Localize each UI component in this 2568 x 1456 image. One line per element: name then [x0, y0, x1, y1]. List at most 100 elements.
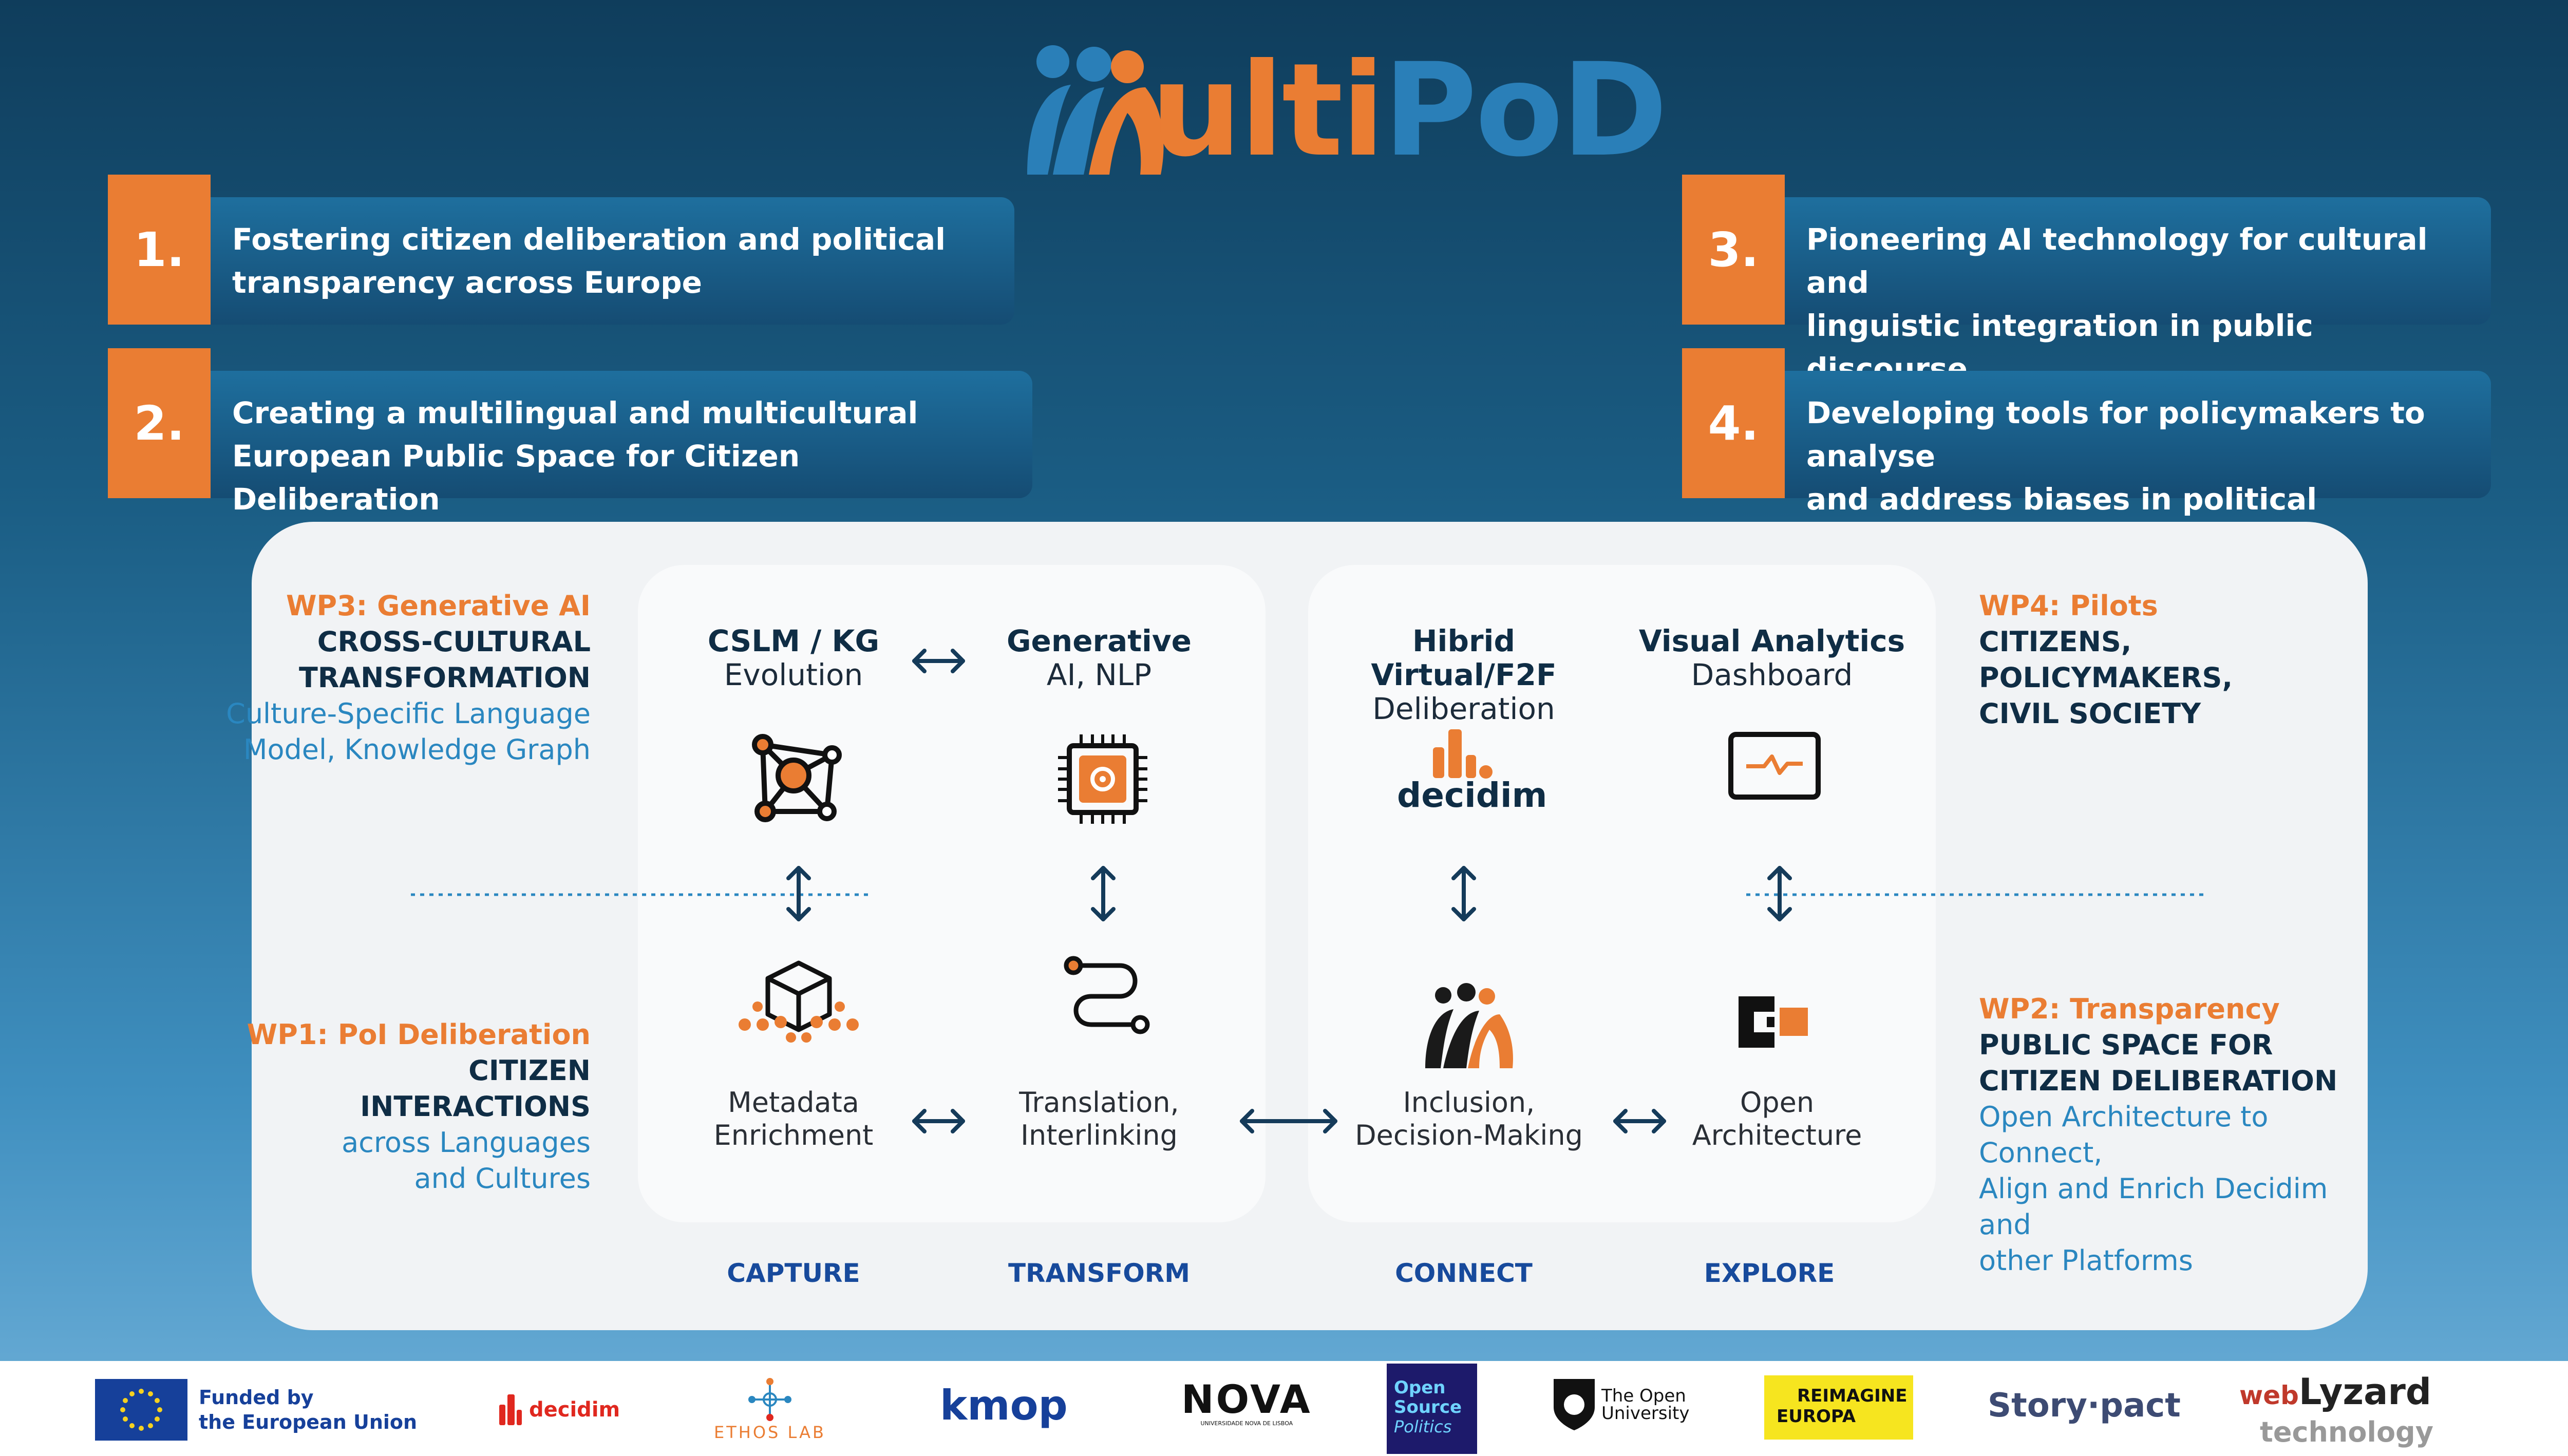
goal-text: Developing tools for policymakers to ana… — [1785, 371, 2491, 560]
wp4-subtitle: POLICYMAKERS, — [1979, 661, 2233, 694]
translation-interlinking-label-line: Interlinking — [1021, 1119, 1178, 1151]
open-source-politics-logo: Open Source Politics — [1387, 1364, 1477, 1454]
phase-explore: EXPLORE — [1704, 1258, 1835, 1288]
phase-connect: CONNECT — [1395, 1258, 1533, 1288]
eu-funding-logo: Funded by the European Union — [95, 1379, 417, 1441]
hybrid-deliberation-title-main: Hibrid Virtual/F2F — [1371, 623, 1557, 692]
wp3-subtitle: CROSS-CULTURAL — [317, 626, 591, 658]
goal-text-line: transparency across Europe — [232, 265, 702, 300]
decidim-sponsor-text: decidim — [529, 1398, 620, 1422]
decidim-wordmark: decidim — [1397, 776, 1547, 815]
generative-ai-title-sub: AI, NLP — [1046, 657, 1152, 692]
open-university-logo: The Open University — [1551, 1376, 1690, 1433]
wp2-description: other Platforms — [1979, 1244, 2193, 1277]
inclusion-decision-label-line: Inclusion, — [1403, 1086, 1535, 1119]
hybrid-deliberation-title-sub: Deliberation — [1372, 691, 1555, 726]
cslm-kg-title-sub: Evolution — [724, 657, 863, 692]
reimagine-text: REIMAGINE — [1797, 1386, 1908, 1406]
hybrid-deliberation-title: Hibrid Virtual/F2F Deliberation — [1315, 624, 1613, 726]
decidim-sponsor-logo: decidim — [498, 1392, 620, 1428]
wp3-title: WP3: Generative AI — [286, 590, 591, 622]
eu-funding-text: the European Union — [199, 1411, 418, 1433]
goal-number: 3. — [1682, 175, 1785, 325]
open-architecture-label-line: Open — [1740, 1086, 1815, 1119]
inclusion-decision-label: Inclusion, Decision-Making — [1335, 1086, 1602, 1152]
goal-number: 1. — [108, 175, 211, 325]
open-architecture-label: Open Architecture — [1669, 1086, 1885, 1152]
goal-number: 4. — [1682, 348, 1785, 498]
visual-analytics-title: Visual Analytics Dashboard — [1628, 624, 1916, 692]
weblyzard-text: web — [2239, 1381, 2299, 1410]
metadata-enrichment-label-line: Metadata — [728, 1086, 859, 1119]
logo-text-pod: PoD — [1383, 35, 1668, 185]
wp1-block: WP1: PoI Deliberation CITIZEN INTERACTIO… — [216, 1017, 591, 1197]
goal-text-line: European Public Space for Citizen Delibe… — [232, 439, 800, 517]
wp1-title: WP1: PoI Deliberation — [247, 1018, 591, 1051]
wp2-description: Align and Enrich Decidim and — [1979, 1173, 2328, 1241]
metadata-enrichment-label: Metadata Enrichment — [683, 1086, 904, 1152]
wp3-description: Model, Knowledge Graph — [243, 733, 591, 766]
reimagine-text: EUROPA — [1777, 1406, 1856, 1427]
phase-transform: TRANSFORM — [1008, 1258, 1191, 1288]
metadata-enrichment-label-line: Enrichment — [713, 1119, 874, 1151]
wp1-description: across Languages — [342, 1126, 591, 1159]
wp3-block: WP3: Generative AI CROSS-CULTURAL TRANSF… — [216, 588, 591, 768]
translation-interlinking-label: Translation, Interlinking — [989, 1086, 1210, 1152]
goal-text-line: Fostering citizen deliberation and polit… — [232, 222, 946, 257]
logo-text-ulti: ulti — [1150, 35, 1385, 185]
osp-text: Politics — [1394, 1417, 1452, 1436]
wp4-block: WP4: Pilots CITIZENS, POLICYMAKERS, CIVI… — [1979, 588, 2338, 732]
osp-text: Source — [1394, 1397, 1462, 1417]
nova-logo: NOVA UNIVERSIDADE NOVA DE LISBOA — [1181, 1379, 1312, 1427]
goal-number: 2. — [108, 348, 211, 498]
goal-text: Pioneering AI technology for cultural an… — [1785, 197, 2491, 386]
wp1-subtitle: CITIZEN — [468, 1054, 591, 1087]
kmop-text: kmop — [940, 1382, 1068, 1429]
ethos-molecule-icon — [748, 1378, 791, 1421]
ethos-lab-logo: ETHOS LAB — [714, 1376, 826, 1442]
goal-text-line: Developing tools for policymakers to ana… — [1806, 395, 2425, 474]
reimagine-europa-logo: REIMAGINE EUROPA — [1764, 1375, 1913, 1440]
wp2-title: WP2: Transparency — [1979, 993, 2280, 1025]
ethos-lab-text: ETHOS LAB — [714, 1423, 826, 1442]
generative-ai-title: Generative AI, NLP — [989, 624, 1210, 692]
wp4-title: WP4: Pilots — [1979, 590, 2158, 622]
open-architecture-label-line: Architecture — [1692, 1119, 1862, 1151]
open-university-shield-icon — [1554, 1379, 1595, 1430]
wp1-subtitle: INTERACTIONS — [360, 1090, 591, 1123]
goal-text: Fostering citizen deliberation and polit… — [211, 197, 1014, 325]
cslm-kg-title-main: CSLM / KG — [707, 623, 880, 658]
weblyzard-logo: webLyzard technology — [2239, 1371, 2433, 1448]
weblyzard-subtext: technology — [2260, 1416, 2433, 1448]
translation-interlinking-label-line: Translation, — [1019, 1086, 1179, 1119]
visual-analytics-title-main: Visual Analytics — [1638, 623, 1905, 658]
kmop-logo: kmop — [940, 1382, 1068, 1429]
logo-wordmark: ultiPoD — [1150, 46, 1668, 175]
osp-text: Open — [1394, 1377, 1446, 1398]
wp4-subtitle: CITIZENS, — [1979, 626, 2132, 658]
eu-flag-icon — [95, 1379, 187, 1441]
nova-text: NOVA — [1181, 1376, 1312, 1422]
wp2-description: Open Architecture to Connect, — [1979, 1101, 2269, 1169]
wp2-subtitle: PUBLIC SPACE FOR — [1979, 1029, 2273, 1061]
wp2-block: WP2: Transparency PUBLIC SPACE FOR CITIZ… — [1979, 991, 2369, 1279]
wp3-subtitle: TRANSFORMATION — [298, 661, 591, 694]
visual-analytics-title-sub: Dashboard — [1691, 657, 1853, 692]
inclusion-decision-label-line: Decision-Making — [1355, 1119, 1583, 1151]
generative-ai-title-main: Generative — [1006, 623, 1192, 658]
goal-text-line: Pioneering AI technology for cultural an… — [1806, 222, 2428, 300]
phase-capture: CAPTURE — [727, 1258, 860, 1288]
wp1-description: and Cultures — [414, 1162, 591, 1195]
nova-subtext: UNIVERSIDADE NOVA DE LISBOA — [1200, 1420, 1293, 1427]
wp2-subtitle: CITIZEN DELIBERATION — [1979, 1065, 2338, 1097]
multipod-logo: ultiPoD — [1017, 36, 1668, 185]
weblyzard-text: Lyzard — [2298, 1371, 2431, 1413]
sponsor-footer: Funded by the European Union decidim ETH… — [0, 1361, 2568, 1456]
open-university-text: The Open — [1601, 1386, 1686, 1406]
goal-text-line: Creating a multilingual and multicultura… — [232, 395, 918, 430]
storypact-logo: Story·pact — [1988, 1387, 2181, 1425]
decidim-small-icon — [499, 1394, 522, 1425]
people-logo-icon — [1027, 45, 1164, 175]
open-university-text: University — [1601, 1403, 1690, 1424]
storypact-text: Story·pact — [1988, 1387, 2181, 1425]
